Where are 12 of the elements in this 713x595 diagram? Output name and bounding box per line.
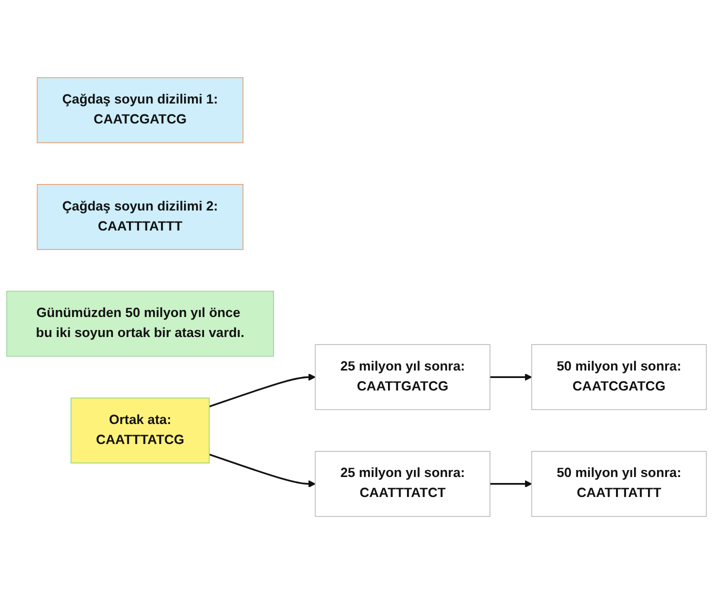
node-box: 25 milyon yıl sonra: CAATTGATCG: [314, 344, 490, 411]
node-box: Çağdaş soyun dizilimi 2: CAATTTATTT: [36, 184, 244, 250]
arrow: [209, 454, 316, 488]
node-box: 50 milyon yıl sonra: CAATTTATTT: [531, 451, 707, 518]
node-box: 25 milyon yıl sonra: CAATTTATCT: [314, 451, 490, 518]
node-box: 50 milyon yıl sonra: CAATCGATCG: [531, 344, 707, 411]
arrow: [209, 374, 316, 408]
node-box: Çağdaş soyun dizilimi 1: CAATCGATCG: [36, 78, 244, 144]
arrow: [490, 374, 532, 382]
node-box: Ortak ata: CAATTTATCG: [70, 398, 210, 464]
node-box: Günümüzden 50 milyon yıl önce bu iki soyun ortak bir atası vardı.: [6, 291, 274, 358]
arrow: [490, 480, 532, 488]
